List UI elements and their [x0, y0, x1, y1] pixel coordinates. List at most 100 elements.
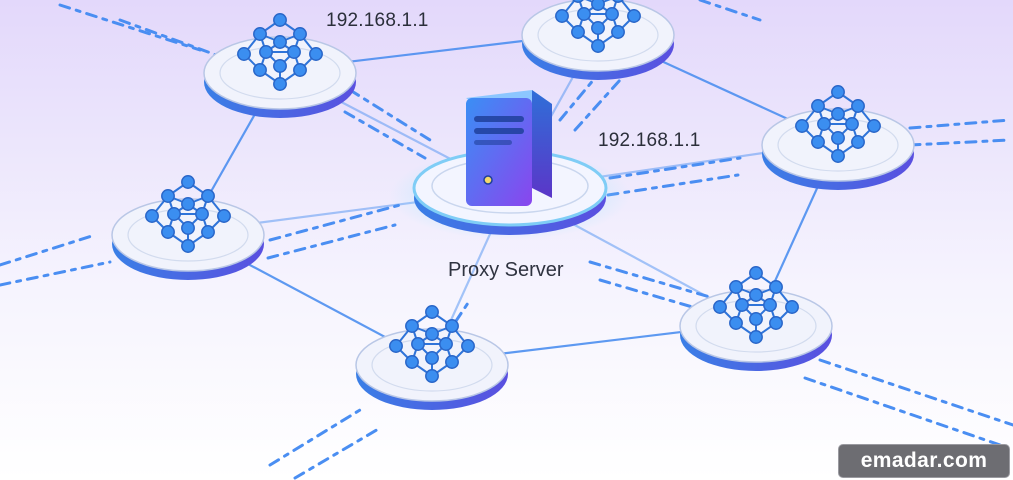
mesh-dot [425, 369, 439, 383]
mesh-dot [591, 0, 605, 11]
mesh-dot [831, 107, 845, 121]
mesh-dot [167, 207, 181, 221]
mesh-dot [572, 0, 584, 3]
mesh-dot [405, 355, 419, 369]
mesh-dot [851, 99, 865, 113]
mesh-dot [181, 175, 195, 189]
mesh-dot [293, 27, 307, 41]
network-node [355, 305, 509, 410]
network-mesh-icon [555, 0, 641, 53]
network-node [203, 13, 357, 118]
mesh-dot [831, 149, 845, 163]
mesh-dot [181, 239, 195, 253]
server-ip-label: 192.168.1.1 [598, 130, 701, 151]
mesh-dot [555, 9, 569, 23]
data-stream-dash [266, 223, 397, 260]
mesh-dot [237, 47, 251, 61]
network-mesh-icon [795, 85, 881, 163]
mesh-dot [817, 117, 831, 131]
mesh-dot [253, 27, 267, 41]
data-stream-dash [908, 118, 1012, 130]
mesh-dot [769, 316, 783, 330]
server-tower-icon [466, 90, 552, 206]
mesh-dot [445, 355, 459, 369]
mesh-dot [735, 298, 749, 312]
mesh-dot [831, 85, 845, 99]
mesh-dot [273, 35, 287, 49]
mesh-dot [627, 9, 641, 23]
mesh-dot [161, 189, 175, 203]
mesh-dot [439, 337, 453, 351]
mesh-dot [785, 300, 799, 314]
mesh-dot [273, 13, 287, 27]
mesh-dot [309, 47, 323, 61]
mesh-dot [605, 7, 619, 21]
mesh-dot [253, 63, 267, 77]
network-node [761, 85, 915, 190]
mesh-dot [851, 135, 865, 149]
mesh-dot [445, 319, 459, 333]
network-node [111, 175, 265, 280]
data-stream-dash [348, 88, 432, 142]
mesh-dot [273, 59, 287, 73]
data-stream-dash [118, 18, 232, 62]
mesh-dot [425, 351, 439, 365]
mesh-dot [795, 119, 809, 133]
mesh-dot [405, 319, 419, 333]
mesh-dot [611, 25, 625, 39]
network-nodes [111, 0, 915, 410]
mesh-dot [201, 189, 215, 203]
data-stream-dash [268, 203, 402, 242]
mesh-dot [293, 63, 307, 77]
mesh-dot [591, 21, 605, 35]
data-stream-dash [58, 3, 202, 52]
mesh-dot [145, 209, 159, 223]
data-stream-dash [0, 260, 112, 287]
mesh-dot [612, 0, 624, 3]
mesh-dot [749, 312, 763, 326]
data-stream-dash [608, 156, 742, 180]
mesh-dot [749, 288, 763, 302]
data-stream-dash [558, 70, 602, 122]
mesh-dot [425, 305, 439, 319]
network-node [521, 0, 675, 80]
node-ip-label-top: 192.168.1.1 [326, 10, 429, 31]
network-mesh-icon [237, 13, 323, 91]
mesh-dot [591, 39, 605, 53]
mesh-dot [181, 221, 195, 235]
data-stream-dash [268, 408, 362, 467]
mesh-dot [713, 300, 727, 314]
mesh-dot [867, 119, 881, 133]
mesh-dot [577, 7, 591, 21]
data-stream-dash [343, 110, 427, 160]
watermark-badge: emadar.com [838, 444, 1010, 478]
mesh-dot [287, 45, 301, 59]
mesh-dot [831, 131, 845, 145]
mesh-dot [161, 225, 175, 239]
mesh-dot [749, 266, 763, 280]
data-stream-dash [0, 233, 97, 267]
mesh-dot [195, 207, 209, 221]
data-stream-dash [588, 260, 722, 302]
mesh-dot [845, 117, 859, 131]
mesh-dot [749, 330, 763, 344]
mesh-dot [461, 339, 475, 353]
network-mesh-icon [389, 305, 475, 383]
network-node [679, 266, 833, 371]
data-stream-dash [803, 376, 1002, 447]
mesh-dot [201, 225, 215, 239]
mesh-dot [769, 280, 783, 294]
mesh-dot [811, 135, 825, 149]
mesh-dot [729, 280, 743, 294]
mesh-dot [389, 339, 403, 353]
data-stream-dash [293, 426, 382, 480]
mesh-dot [259, 45, 273, 59]
mesh-dot [763, 298, 777, 312]
mesh-dot [181, 197, 195, 211]
data-stream-dash [818, 358, 1013, 427]
mesh-dot [411, 337, 425, 351]
mesh-dot [729, 316, 743, 330]
data-stream-dash [698, 0, 762, 22]
